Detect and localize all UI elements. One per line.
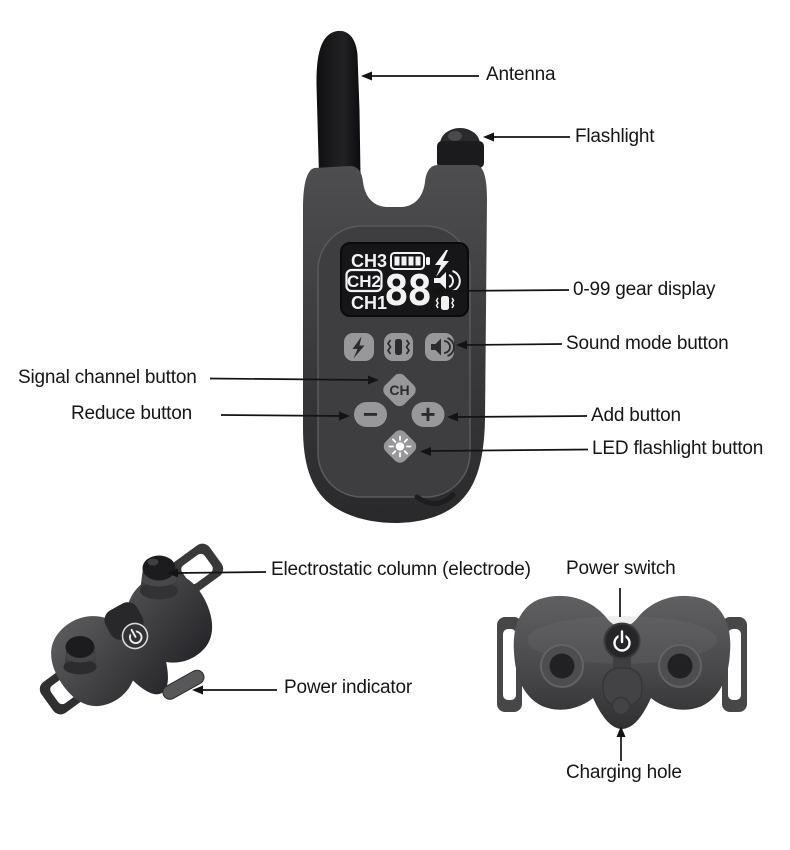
- shock-icon: [435, 250, 449, 277]
- electrostatic-label: Electrostatic column (electrode): [271, 559, 531, 580]
- antenna-label: Antenna: [486, 64, 556, 85]
- collar-receiver-angled: [39, 543, 224, 715]
- reduce-button[interactable]: −: [354, 399, 387, 429]
- flashlight-highlight: [448, 131, 462, 141]
- flashlight-label: Flashlight: [575, 126, 655, 147]
- collar-receiver-front: [497, 595, 747, 729]
- power-button[interactable]: [118, 619, 152, 653]
- battery-icon: [390, 252, 430, 270]
- signal-channel-label: Signal channel button: [18, 367, 197, 388]
- reduce-label: Reduce button: [71, 403, 192, 424]
- electrode-base: [540, 644, 584, 688]
- vibration-icon: [435, 296, 455, 310]
- shock-icon: [352, 336, 365, 359]
- active-channel-box: [345, 268, 383, 293]
- channel-1-label: CH1: [351, 293, 387, 313]
- lcd-display: CH3 CH2 88 CH1: [340, 242, 469, 317]
- antenna: [316, 30, 361, 176]
- gear-value: 88: [384, 266, 431, 315]
- lcd-screen: [340, 242, 469, 317]
- flashlight-band: [437, 141, 484, 168]
- signal-channel-button[interactable]: CH: [380, 371, 418, 409]
- electrode-column: [140, 555, 178, 600]
- charging-hole-cover: [602, 652, 643, 716]
- svg-text:−: −: [363, 399, 378, 429]
- svg-text:+: +: [420, 399, 435, 429]
- flashlight-arrow: [483, 132, 570, 142]
- electrode-base: [658, 644, 702, 688]
- charging-hole-label: Charging hole: [566, 762, 682, 783]
- power-indicator-label: Power indicator: [284, 677, 412, 698]
- sound-icon: [431, 337, 455, 357]
- remote-transmitter: CH3 CH2 88 CH1: [303, 30, 487, 523]
- svg-text:CH: CH: [389, 382, 409, 398]
- gear-display-label: 0-99 gear display: [573, 279, 716, 300]
- power-switch-button[interactable]: [603, 622, 641, 660]
- vibration-icon: [395, 339, 402, 355]
- power-indicator: [162, 669, 205, 700]
- sound-mode-button[interactable]: [425, 333, 455, 361]
- electrode-column: [63, 636, 97, 675]
- channel-2-label: CH2: [347, 272, 381, 291]
- power-icon: [128, 628, 143, 645]
- vibration-button[interactable]: [384, 333, 413, 361]
- power-icon: [613, 630, 631, 652]
- add-button[interactable]: +: [411, 399, 445, 429]
- add-label: Add button: [591, 405, 681, 426]
- power-switch-label: Power switch: [566, 558, 676, 579]
- lanyard-slot: [414, 492, 456, 506]
- led-flashlight-label: LED flashlight button: [592, 438, 764, 459]
- led-flashlight-button[interactable]: [381, 427, 419, 465]
- channel-3-label: CH3: [351, 251, 387, 271]
- sound-mode-label: Sound mode button: [566, 333, 729, 354]
- shock-button[interactable]: [344, 333, 374, 361]
- light-icon: [388, 435, 412, 458]
